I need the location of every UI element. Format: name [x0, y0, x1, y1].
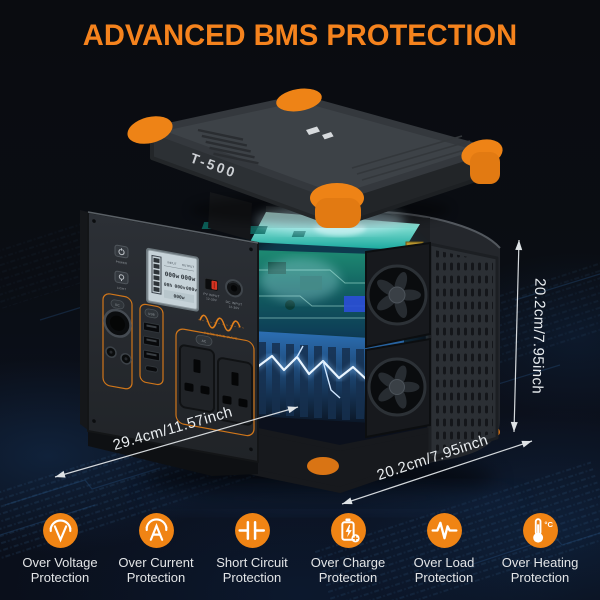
- dc-jack: [105, 346, 117, 358]
- svg-text:PV INPUT: PV INPUT: [203, 292, 219, 299]
- front-panel: POWER LIGHT: [80, 210, 259, 463]
- usb-port: [143, 335, 160, 348]
- svg-text:DC: DC: [115, 303, 120, 308]
- svg-text:OUTPUT: OUTPUT: [182, 263, 194, 269]
- lid-corner-bumper: [276, 88, 322, 112]
- over-load-icon: [426, 513, 462, 548]
- pv-input-switch: PV INPUT 12-30V: [203, 277, 220, 302]
- svg-text:POWER: POWER: [116, 260, 128, 266]
- lid-corner-bumper: [127, 116, 173, 144]
- svg-text:12-30V: 12-30V: [206, 296, 217, 302]
- svg-text:00h: 00h: [164, 282, 173, 289]
- dc-jack: [120, 352, 132, 365]
- lcd-display: INPUT OUTPUT 000w 000w 00h 000v 000v 000…: [146, 247, 199, 312]
- power-button: POWER: [114, 244, 129, 266]
- usb-section-button: USB: [144, 308, 159, 319]
- usb-section: USB: [139, 303, 164, 386]
- lid-corner-bumper: [461, 139, 503, 184]
- svg-text:AC: AC: [202, 339, 207, 344]
- svg-text:000v: 000v: [186, 286, 197, 294]
- over-heating-icon: °C: [522, 513, 558, 548]
- cooling-fan: [365, 337, 431, 439]
- vent-grille: [428, 242, 499, 460]
- svg-text:000w: 000w: [181, 274, 196, 284]
- svg-text:000w: 000w: [173, 293, 184, 301]
- lid-vents: [197, 128, 259, 165]
- svg-text:LIGHT: LIGHT: [117, 286, 126, 292]
- rubber-foot: [307, 457, 339, 475]
- svg-text:°C: °C: [544, 520, 553, 529]
- light-button: LIGHT: [114, 270, 129, 292]
- svg-text:20.2cm/7.95inch: 20.2cm/7.95inch: [528, 278, 548, 394]
- dc-section-button: DC: [110, 299, 125, 310]
- dc-section: DC: [102, 293, 133, 390]
- svg-text:12-30V: 12-30V: [229, 305, 240, 311]
- page-title: ADVANCED BMS PROTECTION: [82, 19, 518, 52]
- svg-text:DC INPUT: DC INPUT: [226, 300, 243, 307]
- svg-text:INPUT: INPUT: [168, 260, 177, 266]
- usb-c-port: [145, 365, 158, 373]
- usb-port: [143, 321, 160, 334]
- device-lid: T-500: [127, 88, 503, 228]
- ac-outlet: [179, 344, 215, 413]
- usb-port: [143, 349, 160, 362]
- ac-outlet: [217, 357, 253, 426]
- power-station: POWER LIGHT: [54, 88, 549, 514]
- svg-text:000w: 000w: [165, 271, 180, 281]
- over-voltage-icon: [42, 513, 78, 548]
- lightning-effect: [253, 345, 369, 399]
- dc-input-port: DC INPUT 12-30V: [225, 279, 243, 311]
- dimension-height: 20.2cm/7.95inch: [510, 239, 549, 433]
- ac-section: AC: [175, 328, 255, 437]
- over-charge-icon: [330, 513, 366, 548]
- battery-gauge: [151, 254, 162, 295]
- lid-corner-bumper: [310, 183, 364, 228]
- over-current-icon: [138, 513, 174, 548]
- svg-text:USB: USB: [148, 312, 155, 317]
- short-circuit-icon: [234, 513, 270, 548]
- svg-text:000v: 000v: [174, 284, 185, 292]
- car-socket: [103, 308, 132, 338]
- brand-logo-icon: [306, 126, 334, 140]
- cooling-fan: [365, 241, 431, 349]
- ac-section-button: AC: [195, 334, 213, 346]
